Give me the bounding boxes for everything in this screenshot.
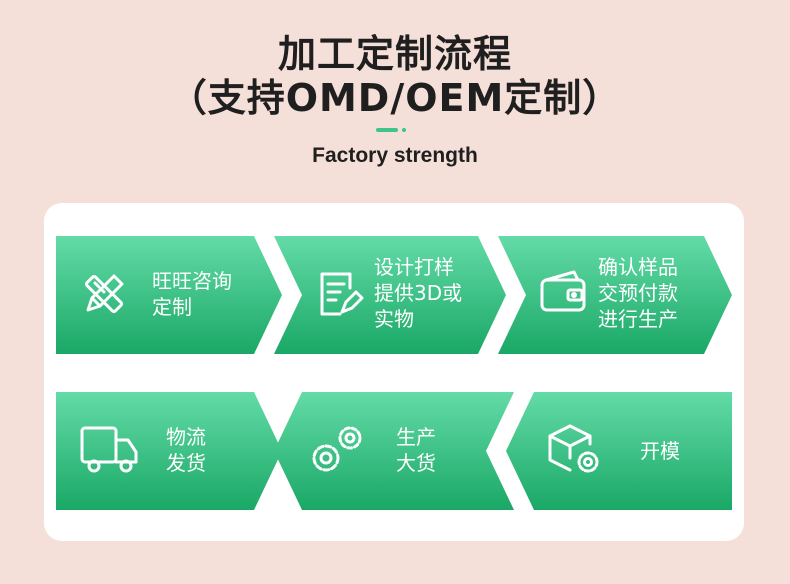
factory-strength-label: Factory strength — [312, 144, 478, 167]
step-label-line: 旺旺咨询 — [152, 269, 232, 293]
step-label-line: 交预付款 — [598, 281, 678, 305]
delivery-truck-icon — [80, 426, 138, 473]
step-delivery: 物流 发货 — [56, 392, 282, 510]
gears-icon — [312, 426, 362, 472]
pencil-ruler-icon — [84, 274, 124, 314]
step-arrow-right — [274, 236, 506, 354]
step-arrow-right — [56, 392, 282, 510]
step-arrow-right — [498, 236, 732, 354]
step-label-line: 定制 — [152, 295, 192, 319]
step-label-line: 生产 — [396, 425, 436, 449]
box-gear-icon — [548, 424, 599, 473]
step-label-line: 开模 — [640, 439, 680, 463]
step-label-line: 确认样品 — [598, 255, 678, 279]
step-label-line: 进行生产 — [598, 307, 678, 331]
step-arrow-left — [506, 392, 732, 510]
step-label-line: 设计打样 — [374, 255, 454, 279]
step-label-line: 物流 — [166, 425, 206, 449]
design-document-icon — [320, 272, 364, 316]
step-label-line: 发货 — [166, 451, 206, 475]
wallet-icon — [540, 270, 586, 312]
step-arrow-left — [274, 392, 514, 510]
step-label-line: 实物 — [374, 307, 414, 331]
step-label-line: 大货 — [396, 451, 436, 475]
page-subtitle-oem: （支持OMD/OEM定制） — [168, 76, 622, 120]
step-consult: 旺旺咨询 定制 — [56, 236, 282, 354]
page-title: 加工定制流程 — [277, 32, 512, 76]
step-mold-opening: 开模 — [506, 392, 732, 510]
step-label-line: 提供3D或 — [374, 281, 463, 305]
step-confirm-sample: 确认样品 交预付款 进行生产 — [498, 236, 732, 354]
step-mass-production: 生产 大货 — [274, 392, 514, 510]
title-divider — [376, 128, 406, 132]
step-design-sample: 设计打样 提供3D或 实物 — [274, 236, 506, 354]
step-arrow-right — [56, 236, 282, 354]
